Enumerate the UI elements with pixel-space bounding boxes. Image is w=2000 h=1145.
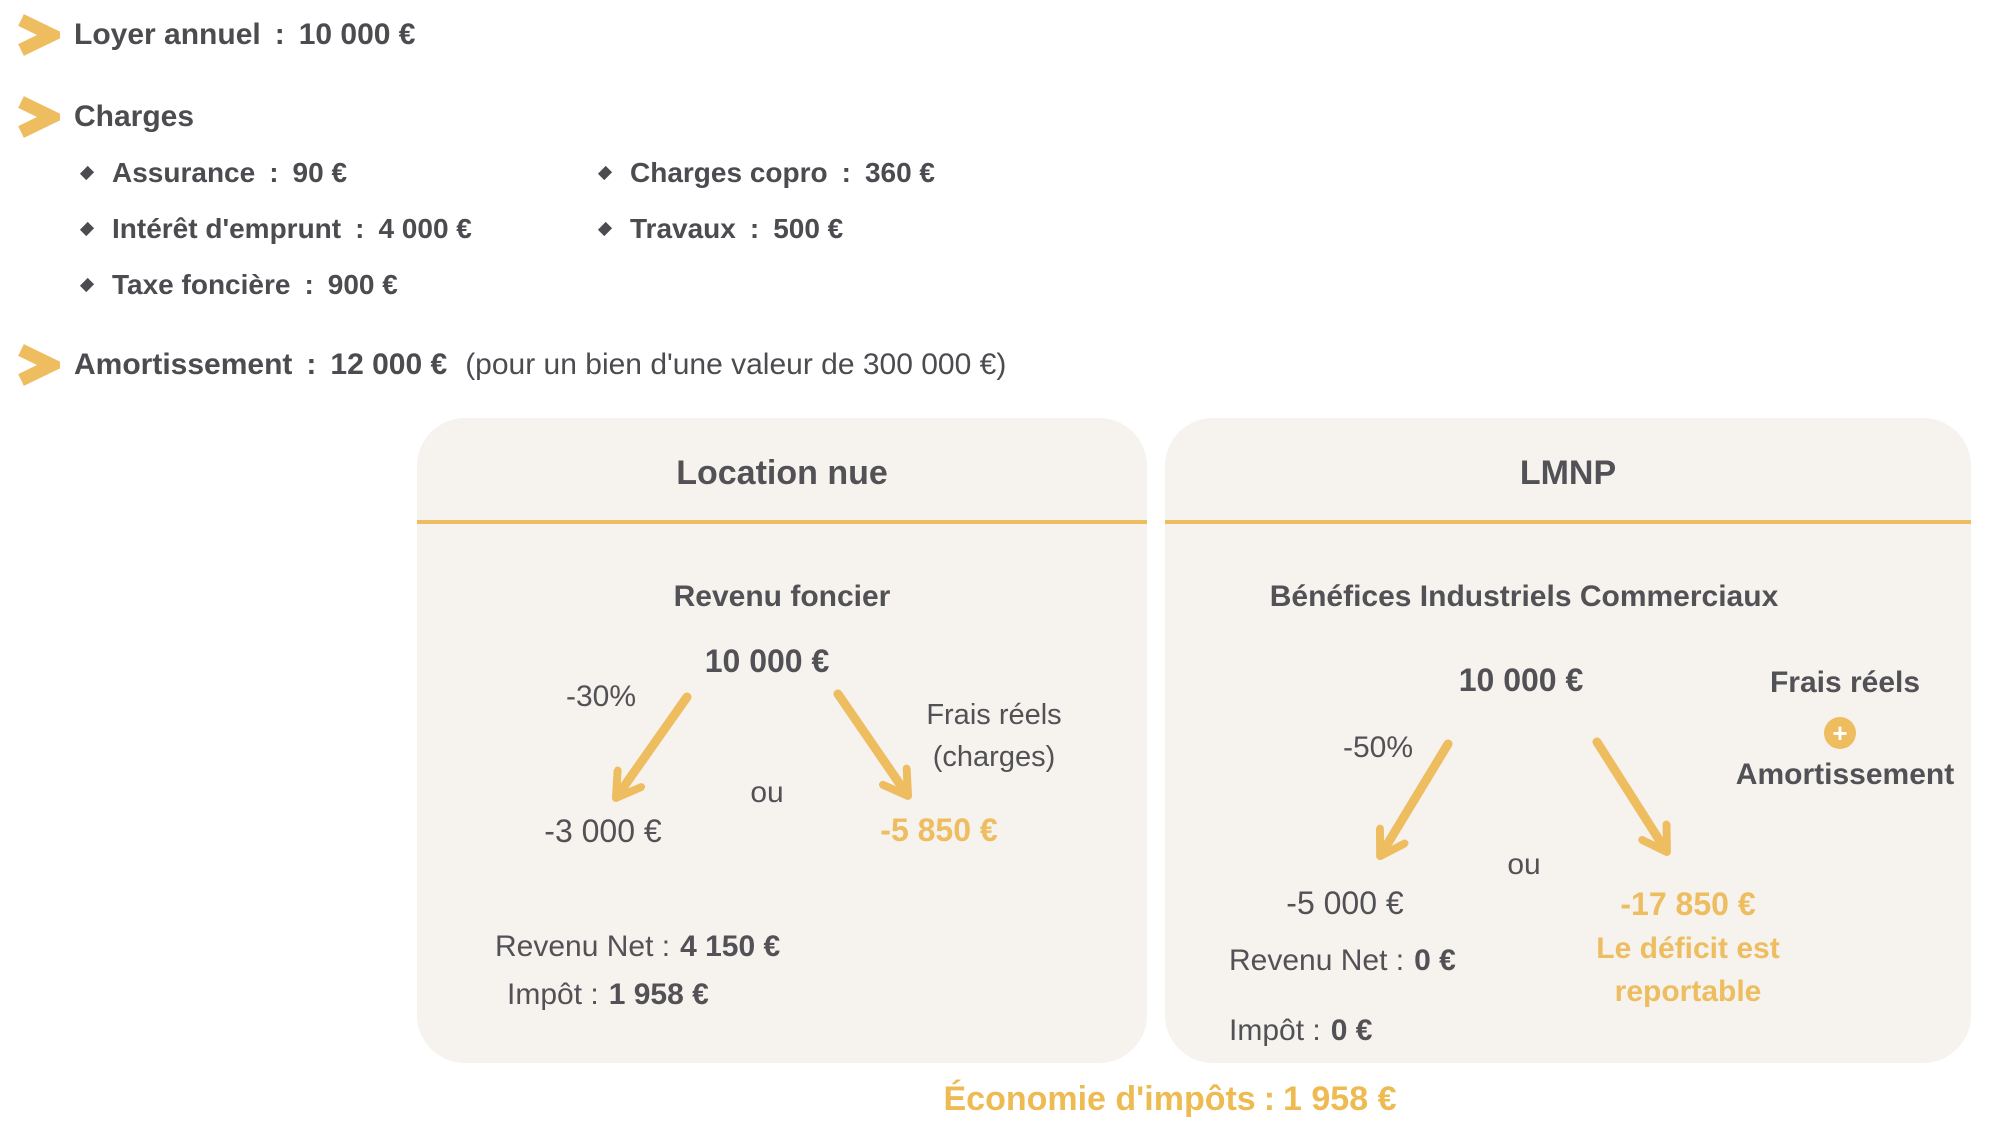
- impot-value: 1 958 €: [608, 978, 709, 1011]
- revenu-net-label: Revenu Net :: [495, 930, 671, 963]
- separator-colon: :: [306, 348, 317, 381]
- amortissement-note: (pour un bien d'une valeur de 300 000 €): [465, 348, 1007, 381]
- charge-label: Intérêt d'emprunt: [112, 213, 342, 244]
- bullet-icon: [597, 221, 613, 237]
- frais-reels-label: Frais réels (charges): [874, 694, 1114, 778]
- revenu-net-line: Revenu Net : 0 €: [1229, 944, 1456, 978]
- charge-value: 90 €: [292, 157, 348, 188]
- tax-savings-label: Économie d'impôts: [943, 1080, 1256, 1118]
- card-subtitle: Revenu foncier: [673, 580, 891, 613]
- tax-savings-summary: Économie d'impôts:1 958 €: [900, 1080, 1440, 1119]
- deficit-note-line1: Le déficit est: [1596, 932, 1780, 965]
- loyer-annuel-row: Loyer annuel : 10 000 €: [14, 14, 416, 56]
- forfait-result: -3 000 €: [544, 813, 662, 849]
- charge-item-assurance: Assurance : 90 €: [79, 157, 348, 189]
- charge-value: 360 €: [864, 157, 936, 188]
- card-title: LMNP: [1519, 454, 1617, 492]
- tax-savings-value: 1 958 €: [1283, 1080, 1397, 1118]
- revenu-net-value: 0 €: [1414, 944, 1456, 977]
- card-subtitle: Bénéfices Industriels Commerciaux: [1269, 580, 1779, 613]
- abatement-label: -50%: [1342, 731, 1414, 764]
- charge-label: Charges copro: [630, 157, 828, 188]
- loyer-annuel-label: Loyer annuel: [74, 18, 261, 51]
- revenu-net-value: 4 150 €: [680, 930, 781, 963]
- accent-divider: [1165, 520, 1971, 524]
- amortissement-value: 12 000 €: [330, 348, 448, 381]
- separator-colon: :: [355, 213, 365, 244]
- impot-value: 0 €: [1330, 1014, 1373, 1047]
- abatement-label: -30%: [565, 680, 637, 713]
- or-label: ou: [1507, 848, 1541, 881]
- impot-line: Impôt : 0 €: [1229, 1014, 1372, 1048]
- frais-reels-line1: Frais réels: [926, 699, 1062, 731]
- frais-reels-label: Frais réels: [1769, 666, 1921, 699]
- chevron-right-icon: [18, 96, 60, 138]
- separator-colon: :: [304, 269, 314, 300]
- separator-colon: :: [1263, 1080, 1276, 1118]
- bullet-icon: [79, 221, 95, 237]
- charge-item-travaux: Travaux : 500 €: [597, 213, 844, 245]
- separator-colon: :: [269, 157, 279, 188]
- frais-reels-line2: (charges): [932, 741, 1056, 773]
- reel-result: -17 850 €: [1620, 886, 1756, 922]
- charge-value: 4 000 €: [378, 213, 472, 244]
- charge-label: Taxe foncière: [112, 269, 291, 300]
- revenu-net-line: Revenu Net : 4 150 €: [495, 930, 780, 964]
- card-title: Location nue: [676, 454, 888, 492]
- reel-result: -5 850 €: [880, 812, 998, 848]
- chevron-right-icon: [18, 14, 60, 56]
- gross-amount: 10 000 €: [704, 643, 830, 679]
- separator-colon: :: [274, 18, 285, 51]
- charge-label: Travaux: [630, 213, 736, 244]
- separator-colon: :: [749, 213, 760, 244]
- charge-item-interet: Intérêt d'emprunt : 4 000 €: [79, 213, 472, 245]
- bullet-icon: [79, 165, 95, 181]
- amortissement-side-label: Amortissement: [1735, 758, 1955, 791]
- loyer-annuel-value: 10 000 €: [298, 18, 416, 51]
- charge-label: Assurance: [112, 157, 256, 188]
- charge-value: 500 €: [773, 213, 844, 244]
- chevron-right-icon: [18, 344, 60, 386]
- plus-icon: +: [1824, 717, 1856, 749]
- charges-label: Charges: [74, 100, 195, 133]
- impot-label: Impôt :: [507, 978, 599, 1011]
- bullet-icon: [597, 165, 613, 181]
- card-location-nue: Location nue Revenu foncier 10 000 € -30…: [417, 418, 1147, 1063]
- bullet-icon: [79, 277, 95, 293]
- charge-item-copro: Charges copro : 360 €: [597, 157, 936, 189]
- separator-colon: :: [841, 157, 851, 188]
- impot-line: Impôt : 1 958 €: [507, 978, 709, 1012]
- charges-row: Charges: [14, 96, 194, 138]
- charge-value: 900 €: [327, 269, 398, 300]
- amortissement-label: Amortissement: [74, 348, 293, 381]
- forfait-result: -5 000 €: [1286, 885, 1404, 921]
- impot-label: Impôt :: [1229, 1014, 1321, 1047]
- charge-item-taxe: Taxe foncière : 900 €: [79, 269, 398, 301]
- deficit-note-line2: reportable: [1614, 975, 1762, 1008]
- revenu-net-label: Revenu Net :: [1229, 944, 1405, 977]
- amortissement-row: Amortissement : 12 000 € (pour un bien d…: [14, 344, 1006, 386]
- card-lmnp: LMNP Bénéfices Industriels Commerciaux 1…: [1165, 418, 1971, 1063]
- gross-amount: 10 000 €: [1458, 662, 1584, 698]
- or-label: ou: [750, 776, 784, 809]
- accent-divider: [417, 520, 1147, 524]
